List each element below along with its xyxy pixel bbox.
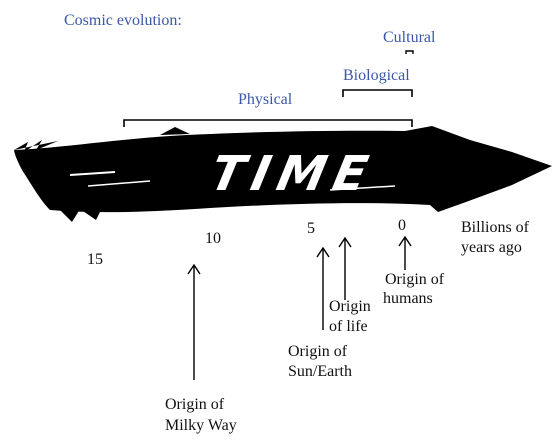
event-life-line-1: Origin <box>329 298 371 315</box>
tick-label-15: 15 <box>87 251 103 268</box>
event-life-line-2: of life <box>329 318 368 335</box>
era-label-biological: Biological <box>343 67 410 84</box>
arrow-life <box>338 236 352 300</box>
era-label-physical: Physical <box>238 91 293 108</box>
arrow-milky-way <box>187 263 201 380</box>
event-sun-earth-line-1: Origin of <box>288 343 348 360</box>
biological-era-bracket <box>342 89 413 97</box>
arrow-sun-earth <box>316 246 330 330</box>
scale-unit-line-1: Billions of <box>461 219 530 236</box>
event-humans-line-1: Origin of <box>385 271 445 288</box>
event-humans-line-2: humans <box>383 290 433 307</box>
tick-label-5: 5 <box>307 220 315 237</box>
cultural-era-bracket <box>405 50 414 54</box>
event-arrows <box>187 235 412 380</box>
tick-label-0: 0 <box>398 217 406 234</box>
era-label-cultural: Cultural <box>383 29 436 46</box>
brush-streak <box>69 171 116 176</box>
brush-streak <box>329 185 396 191</box>
arrow-humans <box>398 235 412 270</box>
time-arrow: TIME <box>14 126 552 222</box>
diagram-heading: Cosmic evolution: <box>64 12 182 29</box>
event-milky-way-line-2: Milky Way <box>165 417 237 434</box>
tick-label-10: 10 <box>205 230 221 247</box>
scale-unit-line-2: years ago <box>461 239 522 256</box>
event-milky-way-line-1: Origin of <box>165 396 225 413</box>
physical-era-bracket <box>123 119 413 127</box>
arrow-word-time: TIME <box>206 146 381 201</box>
event-sun-earth-line-2: Sun/Earth <box>288 363 352 380</box>
brush-streak <box>87 180 151 187</box>
